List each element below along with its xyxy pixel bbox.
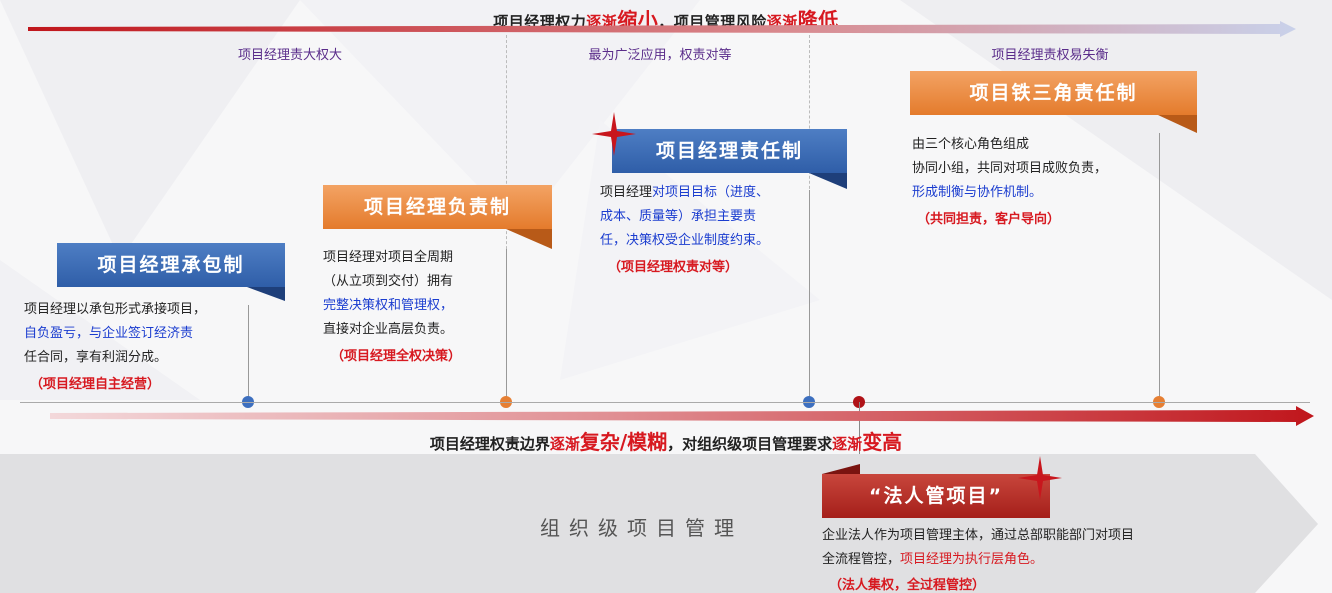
top-trend-arrow bbox=[28, 21, 1296, 37]
star-icon bbox=[592, 112, 636, 156]
model-desc-responsibility: 项目经理对项目全周期 （从立项到交付）拥有 完整决策权和管理权， 直接对企业高层… bbox=[323, 250, 454, 337]
model-title-accountability: 项目经理责任制 bbox=[612, 129, 847, 173]
bottom-trend-arrow bbox=[50, 406, 1314, 426]
timeline-stem bbox=[506, 249, 507, 401]
timeline-axis bbox=[20, 402, 1310, 403]
model-note-accountability: （项目经理权责对等） bbox=[608, 260, 739, 275]
model-desc-corporate: 企业法人作为项目管理主体，通过总部职能部门对项目 全流程管控，项目经理为执行层角… bbox=[822, 528, 1135, 567]
timeline-stem bbox=[248, 305, 249, 401]
model-title-corporate: “法人管项目” bbox=[822, 474, 1050, 518]
model-desc-contract: 项目经理以承包形式承接项目， 自负盈亏，与企业签订经济责 任合同，享有利润分成。 bbox=[24, 302, 207, 365]
ribbon-fold bbox=[822, 464, 860, 474]
timeline-stem bbox=[809, 190, 810, 401]
bottom-arrow-caption: 项目经理权责边界逐渐复杂/模糊，对组织级项目管理要求逐渐变高 bbox=[429, 430, 903, 454]
ribbon-fold bbox=[506, 229, 552, 249]
org-level-label: 组织级项目管理 bbox=[540, 516, 743, 540]
model-title-responsibility: 项目经理负责制 bbox=[323, 185, 552, 229]
model-note-contract: （项目经理自主经营） bbox=[30, 377, 161, 392]
ribbon-fold bbox=[809, 173, 847, 189]
phase-label-1: 项目经理责大权大 bbox=[237, 48, 342, 63]
model-title-contract: 项目经理承包制 bbox=[57, 243, 285, 287]
model-note-responsibility: （项目经理全权决策） bbox=[331, 349, 462, 364]
model-title-iron-triangle: 项目铁三角责任制 bbox=[910, 71, 1197, 115]
phase-label-2: 最为广泛应用，权责对等 bbox=[588, 48, 732, 63]
model-note-iron-triangle: （共同担责，客户导向） bbox=[917, 212, 1061, 227]
model-desc-accountability: 项目经理对项目目标（进度、 成本、质量等）承担主要责 任，决策权受企业制度约束。 bbox=[600, 185, 770, 248]
phase-label-3: 项目经理责权易失衡 bbox=[991, 48, 1109, 63]
ribbon-fold bbox=[247, 287, 285, 301]
model-note-corporate: （法人集权，全过程管控） bbox=[829, 578, 986, 593]
model-desc-iron-triangle: 由三个核心角色组成 协同小组，共同对项目成败负责， 形成制衡与协作机制。 bbox=[912, 137, 1108, 200]
star-icon bbox=[1018, 456, 1062, 500]
timeline-stem bbox=[859, 402, 860, 464]
timeline-stem bbox=[1159, 133, 1160, 401]
ribbon-fold bbox=[1158, 115, 1197, 133]
